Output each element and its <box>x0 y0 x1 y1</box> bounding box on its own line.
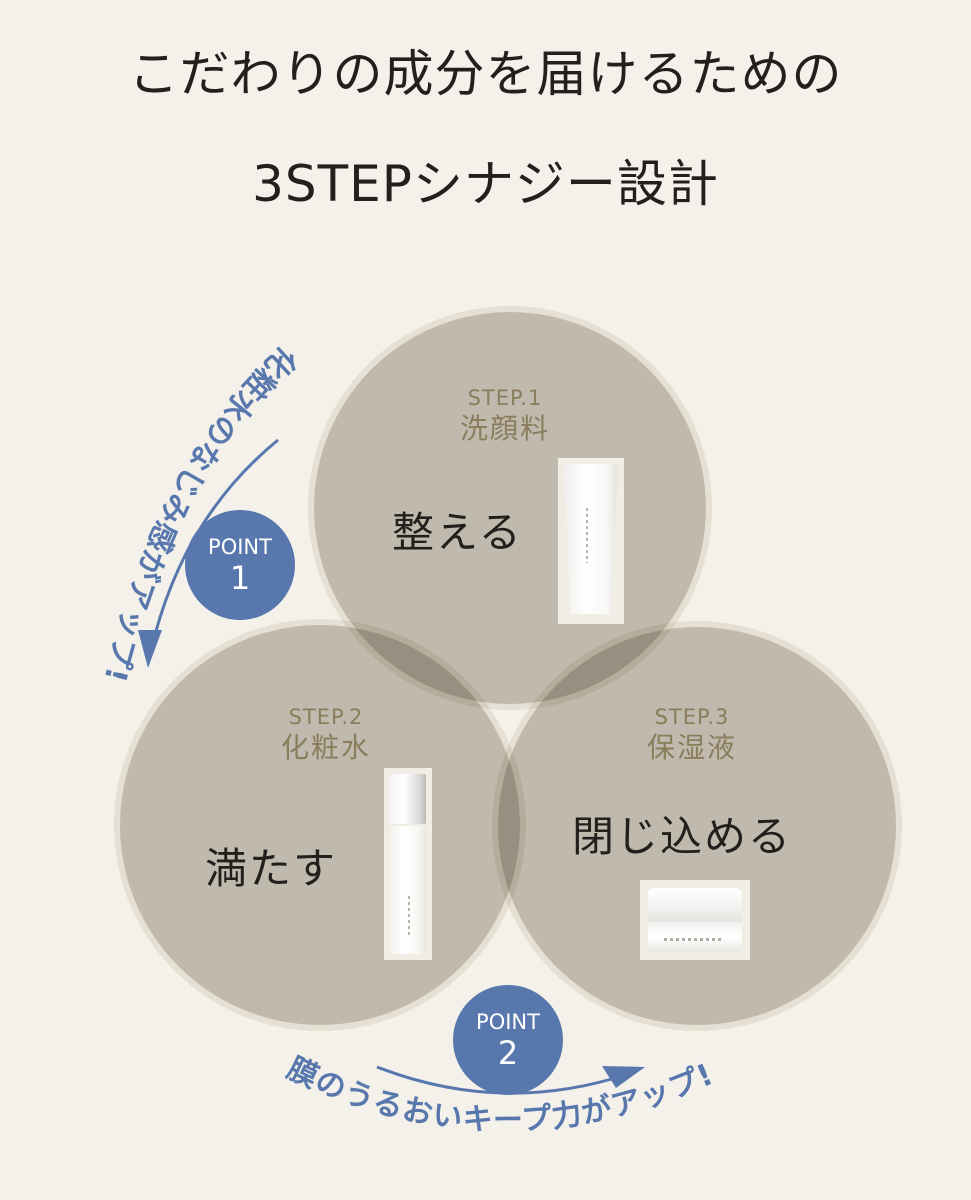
jar-base <box>648 922 742 952</box>
bottle-cap <box>390 774 426 824</box>
point-1-badge: POINT 1 <box>185 510 295 620</box>
step-1-category: 洗顔料 <box>459 412 550 445</box>
page-title-line-1: こだわりの成分を届けるための <box>128 45 843 103</box>
point-1-label: POINT <box>208 535 272 559</box>
step-2-category: 化粧水 <box>280 731 371 764</box>
page-title-line-2: 3STEPシナジー設計 <box>252 155 719 213</box>
step-3-number: STEP.3 <box>654 705 730 729</box>
step-2-number: STEP.2 <box>288 705 364 729</box>
jar-lid <box>648 888 742 922</box>
jar-icon <box>640 880 750 960</box>
step-3-category: 保湿液 <box>646 731 737 764</box>
jar-label <box>664 938 724 941</box>
step-2-heading: STEP.2 化粧水 <box>226 704 426 766</box>
bottle-icon <box>384 768 432 960</box>
step-1-action: 整える <box>392 508 523 557</box>
step-3-action: 閉じ込める <box>572 812 793 861</box>
point-2-label: POINT <box>476 1010 540 1034</box>
tube-icon <box>558 458 624 624</box>
point-2-badge: POINT 2 <box>453 985 563 1095</box>
point-2-number: 2 <box>497 1034 519 1072</box>
tube-body <box>564 464 618 614</box>
step-3-heading: STEP.3 保湿液 <box>592 704 792 766</box>
step-2-action: 満たす <box>205 844 338 893</box>
step-1-heading: STEP.1 洗顔料 <box>405 385 605 447</box>
tube-label <box>586 508 588 563</box>
bottle-label <box>408 896 410 936</box>
step-2-circle <box>120 625 520 1025</box>
step-1-number: STEP.1 <box>467 386 543 410</box>
point-1-number: 1 <box>229 559 251 597</box>
